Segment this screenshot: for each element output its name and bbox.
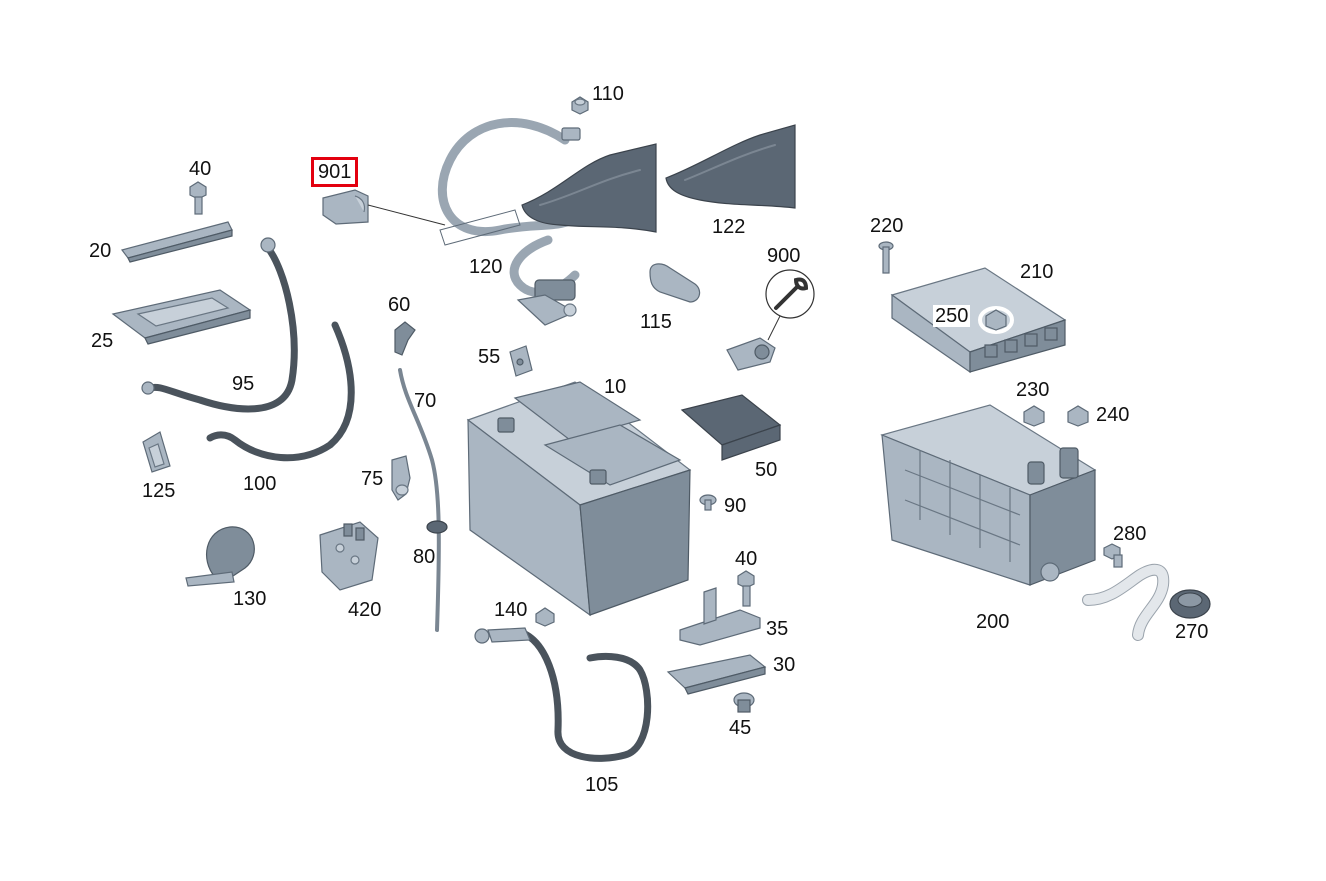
part-901-bracket[interactable] bbox=[322, 189, 446, 226]
part-110-nut[interactable] bbox=[571, 96, 589, 115]
part-vent-hose-white[interactable] bbox=[1082, 563, 1170, 641]
label-40-middle[interactable]: 40 bbox=[735, 548, 758, 570]
label-120[interactable]: 120 bbox=[469, 256, 503, 278]
label-60[interactable]: 60 bbox=[388, 294, 411, 316]
part-270-grommet[interactable] bbox=[1169, 589, 1211, 619]
label-45[interactable]: 45 bbox=[729, 717, 752, 739]
part-25-battery-frame[interactable] bbox=[111, 289, 252, 345]
part-200-battery-tray[interactable] bbox=[880, 404, 1097, 586]
part-70-vent-hose[interactable] bbox=[398, 368, 441, 632]
part-120-boot[interactable] bbox=[521, 143, 657, 233]
label-55[interactable]: 55 bbox=[478, 346, 501, 368]
label-240[interactable]: 240 bbox=[1096, 404, 1130, 426]
part-280-screw[interactable] bbox=[1103, 543, 1123, 568]
part-30-holding-strip[interactable] bbox=[666, 654, 767, 695]
label-110[interactable]: 110 bbox=[592, 83, 624, 105]
part-220-bolt[interactable] bbox=[878, 241, 894, 274]
label-270[interactable]: 270 bbox=[1175, 621, 1209, 643]
label-122[interactable]: 122 bbox=[712, 216, 746, 238]
label-70[interactable]: 70 bbox=[414, 390, 437, 412]
label-220[interactable]: 220 bbox=[870, 215, 904, 237]
part-55-bracket[interactable] bbox=[509, 345, 533, 377]
label-20[interactable]: 20 bbox=[89, 240, 112, 262]
label-210[interactable]: 210 bbox=[1020, 261, 1054, 283]
label-250[interactable]: 250 bbox=[933, 305, 971, 327]
part-50-cover-plate[interactable] bbox=[680, 394, 782, 461]
part-100-cable[interactable] bbox=[206, 321, 355, 462]
part-140-nut[interactable] bbox=[535, 607, 555, 627]
label-200[interactable]: 200 bbox=[976, 611, 1010, 633]
part-230-nut[interactable] bbox=[1023, 405, 1045, 427]
part-900-battery-sensor[interactable] bbox=[726, 269, 815, 371]
label-90[interactable]: 90 bbox=[724, 495, 747, 517]
part-130-clamp[interactable] bbox=[185, 526, 255, 587]
part-45-nut[interactable] bbox=[733, 692, 755, 713]
label-10[interactable]: 10 bbox=[604, 376, 627, 398]
part-40-bolt-left[interactable] bbox=[189, 181, 207, 215]
part-115-terminal-cover[interactable] bbox=[649, 263, 701, 303]
part-125-clip[interactable] bbox=[142, 431, 171, 473]
label-140[interactable]: 140 bbox=[494, 599, 528, 621]
label-900[interactable]: 900 bbox=[767, 245, 801, 267]
label-25[interactable]: 25 bbox=[91, 330, 114, 352]
label-95[interactable]: 95 bbox=[232, 373, 255, 395]
part-420-fuse-block[interactable] bbox=[319, 521, 379, 591]
label-105[interactable]: 105 bbox=[585, 774, 619, 796]
part-35-mounting-bracket[interactable] bbox=[679, 587, 761, 646]
part-105-positive-cable[interactable] bbox=[474, 627, 652, 762]
label-230[interactable]: 230 bbox=[1016, 379, 1050, 401]
label-40-left[interactable]: 40 bbox=[189, 158, 212, 180]
part-95-ground-cable[interactable] bbox=[141, 237, 298, 413]
label-30[interactable]: 30 bbox=[773, 654, 796, 676]
label-100[interactable]: 100 bbox=[243, 473, 277, 495]
label-50[interactable]: 50 bbox=[755, 459, 778, 481]
label-80[interactable]: 80 bbox=[413, 546, 436, 568]
label-130[interactable]: 130 bbox=[233, 588, 267, 610]
part-60-vent-elbow[interactable] bbox=[394, 321, 416, 356]
label-35[interactable]: 35 bbox=[766, 618, 789, 640]
part-240-nut[interactable] bbox=[1067, 405, 1089, 427]
part-250-nut[interactable] bbox=[978, 306, 1014, 334]
part-210-control-unit[interactable] bbox=[890, 267, 1067, 374]
label-125[interactable]: 125 bbox=[142, 480, 176, 502]
part-10-battery[interactable] bbox=[466, 381, 692, 617]
part-90-screw[interactable] bbox=[699, 494, 717, 511]
label-115[interactable]: 115 bbox=[640, 311, 672, 333]
label-901-highlighted[interactable]: 901 bbox=[311, 157, 359, 187]
part-75-holder-clip[interactable] bbox=[391, 455, 411, 501]
part-20-cover-strip[interactable] bbox=[120, 221, 233, 263]
part-40-bolt-middle[interactable] bbox=[737, 570, 755, 607]
label-420[interactable]: 420 bbox=[348, 599, 382, 621]
part-122-boot[interactable] bbox=[665, 124, 796, 209]
label-75[interactable]: 75 bbox=[361, 468, 384, 490]
label-280[interactable]: 280 bbox=[1113, 523, 1147, 545]
part-120-cable-harness[interactable] bbox=[437, 118, 585, 326]
part-80-grommet[interactable] bbox=[426, 520, 448, 534]
